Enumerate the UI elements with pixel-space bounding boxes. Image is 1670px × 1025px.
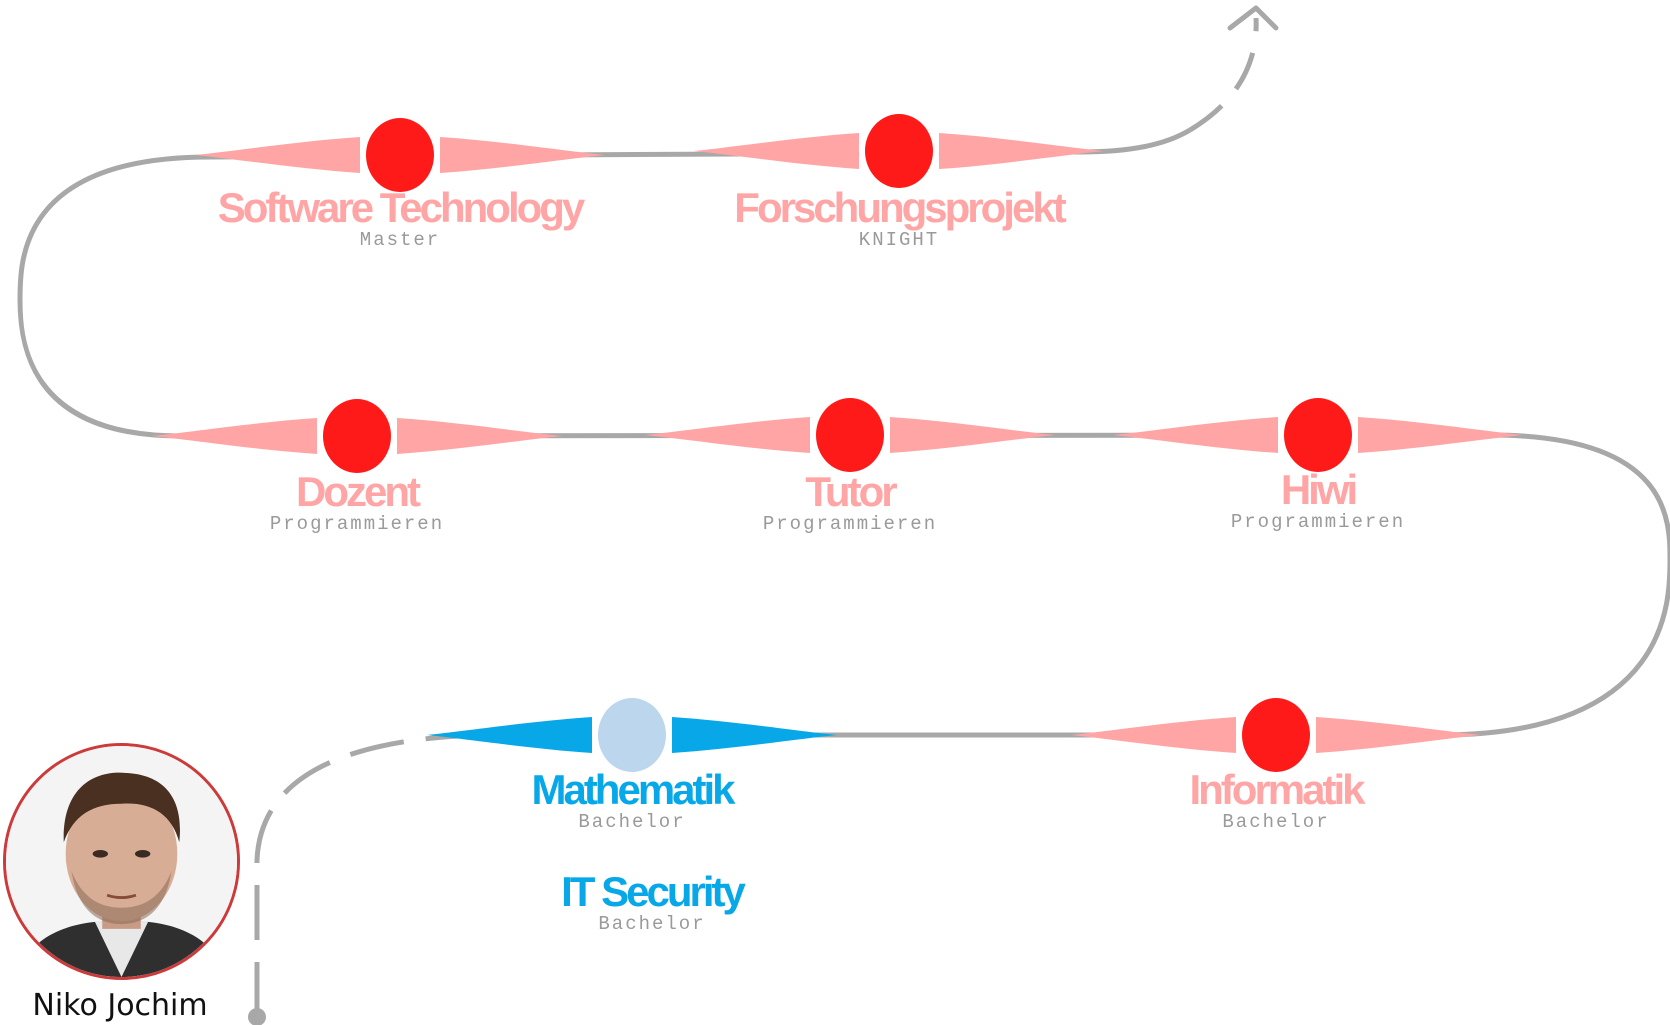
person-name: Niko Jochim — [32, 988, 208, 1023]
milestone-wing-right — [890, 417, 1055, 453]
milestone-wing-left — [152, 418, 317, 454]
milestone-subtitle: Bachelor — [578, 811, 686, 833]
milestone-subtitle: Bachelor — [1222, 811, 1330, 833]
milestone-wing-left — [694, 133, 859, 169]
milestone-subtitle: Programmieren — [269, 513, 445, 535]
path-end-dashed — [1188, 17, 1259, 133]
milestone-wing-right — [1358, 417, 1523, 453]
milestone-mathematik[interactable] — [427, 693, 837, 777]
milestone-wing-right — [672, 717, 837, 753]
milestone-title: IT Security — [561, 868, 746, 915]
avatar — [3, 743, 240, 980]
milestone-title: Dozent — [295, 468, 421, 515]
milestone-wing-left — [427, 717, 592, 753]
person-portrait-icon — [6, 746, 237, 977]
milestone-wing-left — [1113, 417, 1278, 453]
milestone-dot[interactable] — [816, 398, 884, 472]
milestone-wing-left — [1071, 717, 1236, 753]
milestone-informatik[interactable] — [1071, 693, 1481, 777]
milestone-wing-left — [195, 137, 360, 173]
milestone-forschungsprojekt[interactable] — [694, 109, 1104, 193]
milestone-dot[interactable] — [1242, 698, 1310, 772]
milestone-wing-right — [1316, 717, 1481, 753]
milestone-dozent[interactable] — [152, 394, 562, 478]
milestone-subtitle: KNIGHT — [858, 229, 940, 251]
milestone-dot[interactable] — [323, 399, 391, 473]
path-end-arrow-icon — [1227, 5, 1279, 31]
milestone-software-technology[interactable] — [195, 113, 605, 197]
milestone-title: Forschungsprojekt — [734, 184, 1066, 231]
milestone-hiwi[interactable] — [1113, 393, 1523, 477]
milestone-dot[interactable] — [366, 118, 434, 192]
milestone-title: Tutor — [805, 468, 897, 515]
milestone-dot[interactable] — [865, 114, 933, 188]
milestone-title: Hiwi — [1280, 466, 1358, 513]
milestone-wing-left — [645, 417, 810, 453]
path-row-middle — [17, 154, 1491, 439]
milestone-subtitle: Bachelor — [598, 913, 706, 935]
path-row-bottom — [490, 432, 1670, 738]
milestone-title: Software Technology — [217, 184, 586, 231]
milestone-title: Mathematik — [531, 766, 735, 813]
milestone-wing-right — [939, 133, 1104, 169]
milestone-tutor[interactable] — [645, 393, 1055, 477]
milestone-subtitle: Master — [359, 229, 441, 251]
milestone-dot[interactable] — [1284, 398, 1352, 472]
milestone-subtitle: Programmieren — [762, 513, 938, 535]
milestone-wing-right — [440, 137, 605, 173]
milestone-subtitle: Programmieren — [1230, 511, 1406, 533]
milestone-title: Informatik — [1189, 766, 1365, 813]
milestone-dot[interactable] — [598, 698, 666, 772]
milestone-wing-right — [397, 418, 562, 454]
path-start-dashed — [254, 732, 490, 1017]
